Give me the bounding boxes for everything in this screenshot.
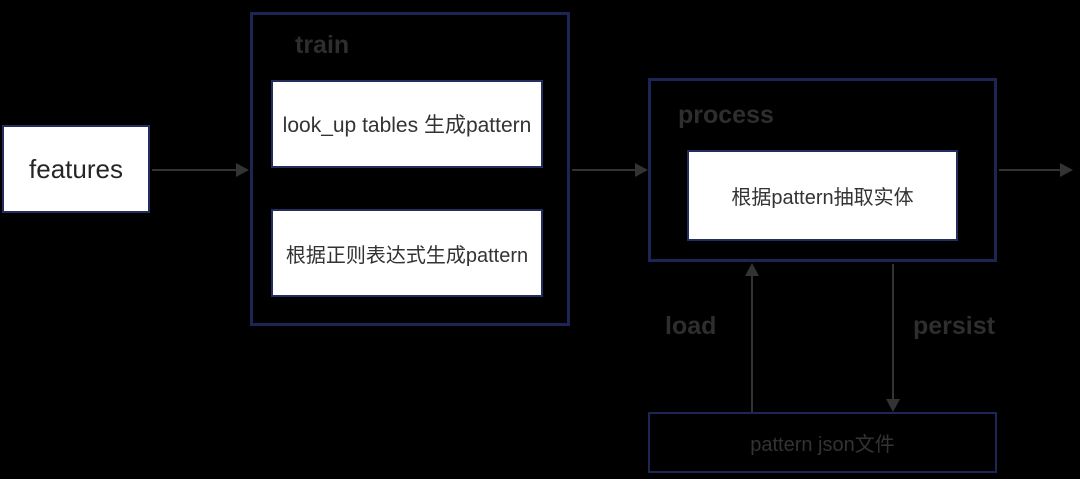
node-regex-pattern: 根据正则表达式生成pattern — [271, 209, 543, 297]
arrow-line — [999, 169, 1061, 171]
arrow-head — [1060, 163, 1073, 177]
arrow-line — [152, 169, 237, 171]
node-regex-pattern-label: 根据正则表达式生成pattern — [285, 244, 529, 267]
node-features-label: features — [29, 153, 123, 184]
node-lookup-tables: look_up tables 生成pattern — [271, 80, 543, 168]
node-features: features — [2, 125, 150, 213]
node-pattern-json-file: pattern json文件 — [648, 412, 997, 473]
arrow-head — [635, 163, 648, 177]
arrow-head — [236, 163, 249, 177]
edge-label-load: load — [665, 312, 717, 340]
edge-label-persist: persist — [913, 312, 995, 340]
arrow-head — [745, 263, 759, 276]
group-process: process 根据pattern抽取实体 — [648, 78, 997, 262]
node-pattern-json-file-label: pattern json文件 — [750, 434, 895, 456]
group-train: train look_up tables 生成pattern 根据正则表达式生成… — [250, 12, 570, 326]
group-process-label: process — [678, 101, 774, 129]
node-extract-entities-label: 根据pattern抽取实体 — [731, 187, 914, 209]
node-extract-entities: 根据pattern抽取实体 — [687, 150, 958, 241]
node-lookup-tables-label: look_up tables 生成pattern — [282, 114, 532, 137]
arrow-line — [751, 275, 753, 412]
group-train-label: train — [295, 31, 350, 59]
arrow-head — [886, 399, 900, 412]
arrow-line — [892, 264, 894, 400]
arrow-line — [572, 169, 636, 171]
